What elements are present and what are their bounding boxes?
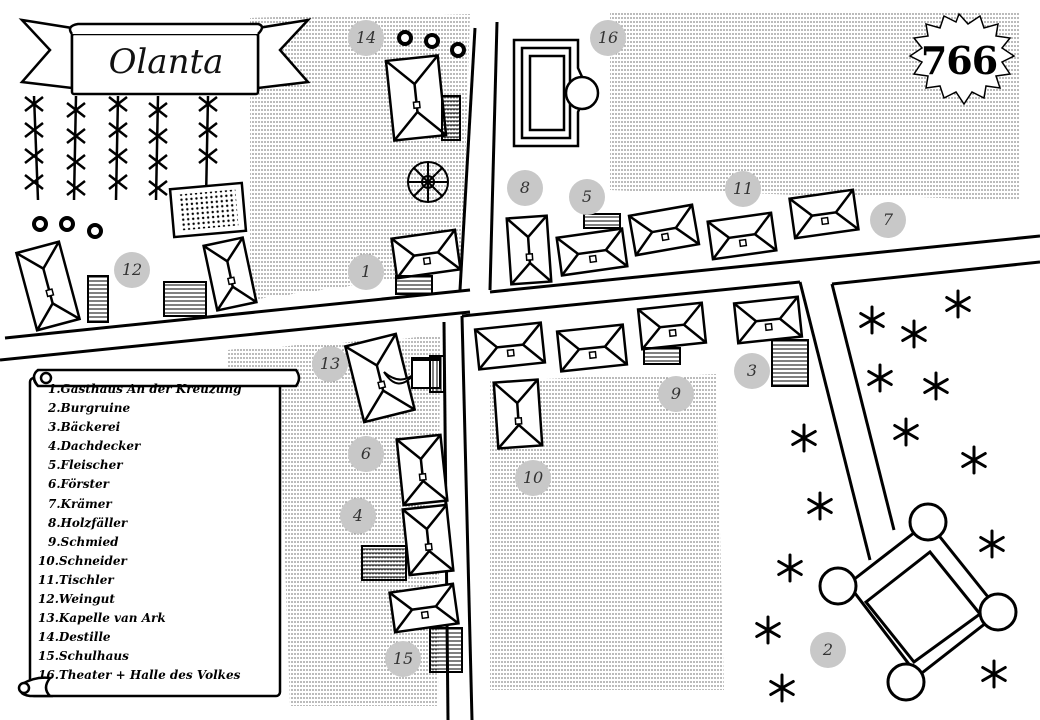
vineyard <box>24 95 218 201</box>
legend-item: 16.Theater + Halle des Volkes <box>38 668 241 683</box>
house-icon <box>555 323 629 373</box>
year-badge <box>908 12 1016 106</box>
wheel-icon <box>407 161 449 203</box>
annex <box>643 347 681 365</box>
marker-1[interactable]: 1 <box>348 254 384 290</box>
house-icon <box>505 214 553 286</box>
legend-item: 10.Schneider <box>38 553 127 568</box>
tree-icon <box>791 423 817 453</box>
legend-item: 7.Krämer <box>48 496 112 511</box>
legend-item: 9.Schmied <box>48 534 119 549</box>
marker-7[interactable]: 7 <box>870 202 906 238</box>
marker-13[interactable]: 13 <box>312 346 348 382</box>
house-icon <box>473 321 547 371</box>
legend-item: 12.Weingut <box>38 592 115 607</box>
theatre-building <box>512 38 600 148</box>
tree-icon <box>923 371 949 401</box>
marker-16[interactable]: 16 <box>590 20 626 56</box>
marker-15[interactable]: 15 <box>385 641 421 677</box>
legend-item: 5.Fleischer <box>48 458 123 473</box>
house-icon <box>343 332 417 424</box>
house-icon <box>788 188 860 240</box>
legend-item: 14.Destille <box>38 630 111 645</box>
legend-item: 13.Kapelle van Ark <box>38 611 166 626</box>
marker-5[interactable]: 5 <box>569 179 605 215</box>
marker-6[interactable]: 6 <box>348 436 384 472</box>
house-icon <box>555 227 629 277</box>
tree-icon <box>755 615 781 645</box>
house-icon <box>388 582 460 634</box>
tree-icon <box>859 305 885 335</box>
vine-stake <box>32 95 40 201</box>
tree-icon <box>807 491 833 521</box>
annex <box>395 275 433 295</box>
house-icon <box>636 301 708 351</box>
legend-item: 15.Schulhaus <box>38 649 129 664</box>
house-icon <box>401 503 455 577</box>
marker-9[interactable]: 9 <box>658 376 694 412</box>
vine-stake <box>204 95 210 201</box>
tree-icon <box>901 319 927 349</box>
forest <box>755 289 1007 703</box>
year-label: 766 <box>920 38 998 83</box>
house-icon <box>732 295 804 345</box>
houses <box>14 54 860 673</box>
house-icon <box>706 211 778 261</box>
tree-icon <box>893 417 919 447</box>
annex <box>429 627 463 673</box>
marker-11[interactable]: 11 <box>725 171 761 207</box>
marker-2[interactable]: 2 <box>810 632 846 668</box>
annex <box>771 339 809 387</box>
legend-item: 4.Dachdecker <box>48 439 141 454</box>
house-icon <box>384 54 448 142</box>
house-icon <box>395 433 449 507</box>
tree-icon <box>979 529 1005 559</box>
tree-icon <box>769 673 795 703</box>
house-icon <box>492 378 544 450</box>
tree-icon <box>961 445 987 475</box>
house-icon <box>202 236 258 312</box>
marker-12[interactable]: 12 <box>114 252 150 288</box>
garden-bed <box>168 181 248 239</box>
annex <box>583 213 621 229</box>
legend-item: 2.Burgruine <box>48 401 131 416</box>
bushes <box>32 30 466 239</box>
legend-item: 3.Bäckerei <box>48 420 121 435</box>
annex <box>441 95 461 141</box>
map-title: Olanta <box>108 42 224 82</box>
tree-icon <box>777 553 803 583</box>
tree-icon <box>945 289 971 319</box>
legend: 1.Gasthaus An der Kreuzung 2.Burgruine 3… <box>34 380 278 686</box>
house-icon <box>390 228 462 280</box>
title-banner <box>18 18 312 96</box>
annex <box>361 545 407 581</box>
legend-item: 8.Holzfäller <box>48 515 128 530</box>
legend-item: 11.Tischler <box>38 572 114 587</box>
tree-icon <box>867 363 893 393</box>
marker-8[interactable]: 8 <box>507 170 543 206</box>
house-icon <box>14 240 82 332</box>
annex <box>87 275 109 323</box>
marker-10[interactable]: 10 <box>515 460 551 496</box>
tree-icon <box>981 659 1007 689</box>
legend-item: 1.Gasthaus An der Kreuzung <box>48 382 242 396</box>
castle-ruin <box>818 502 1018 702</box>
marker-14[interactable]: 14 <box>348 20 384 56</box>
marker-4[interactable]: 4 <box>340 498 376 534</box>
house-icon <box>627 203 701 257</box>
legend-scroll <box>17 368 301 698</box>
vine-stake <box>154 95 160 201</box>
annex <box>163 281 207 317</box>
vine-stake <box>72 95 78 201</box>
legend-item: 6.Förster <box>48 477 109 492</box>
marker-3[interactable]: 3 <box>734 353 770 389</box>
